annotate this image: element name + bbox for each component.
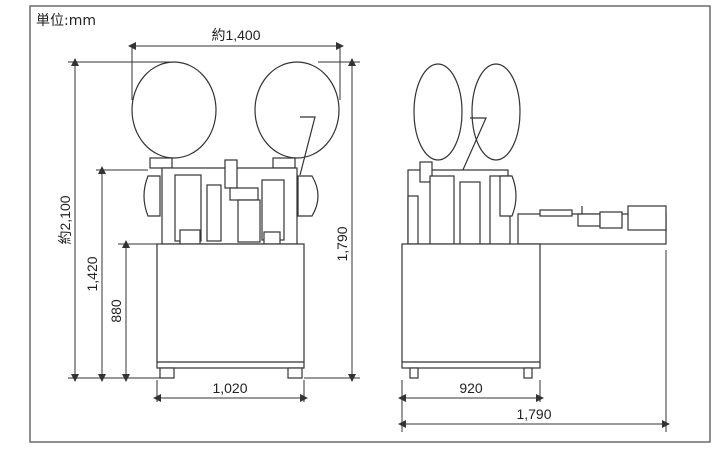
- side-right-reel: [471, 63, 521, 161]
- front-view: [131, 61, 340, 379]
- dim-side-height: 1,790: [334, 226, 350, 261]
- dim-front-table-height: 880: [108, 299, 124, 323]
- front-reel-arm: [299, 116, 316, 176]
- front-left-reel: [131, 61, 217, 159]
- front-dimension-lines: [68, 42, 360, 402]
- side-left-foot: [409, 367, 419, 379]
- dim-side-total-width: 1,790: [516, 406, 551, 422]
- front-left-caster: [159, 367, 175, 379]
- side-view: [401, 63, 667, 379]
- front-cabinet: [156, 243, 305, 369]
- dim-front-body-height: 1,420: [84, 256, 100, 291]
- side-reel-arm: [461, 117, 487, 173]
- front-left-motor: [143, 175, 161, 217]
- side-cabinet: [401, 243, 541, 369]
- dim-front-base-width: 1,020: [212, 380, 247, 396]
- front-right-motor: [297, 175, 319, 217]
- dim-front-width-top: 約1,400: [211, 27, 260, 43]
- dim-side-base-width: 920: [459, 380, 483, 396]
- side-dimension-lines: [398, 250, 670, 432]
- outer-border: [29, 5, 711, 443]
- side-left-reel: [413, 63, 463, 161]
- front-right-caster: [287, 367, 303, 379]
- unit-label: 単位:mm: [36, 13, 96, 29]
- front-right-reel: [254, 61, 340, 159]
- dim-front-total-height: 約2,100: [57, 195, 73, 244]
- side-right-foot: [523, 367, 533, 379]
